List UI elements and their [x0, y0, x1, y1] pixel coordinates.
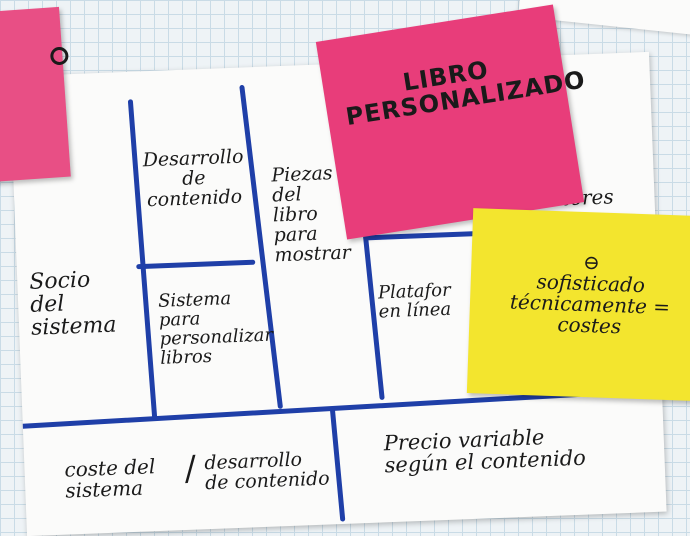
costes-label: coste del sistema	[64, 454, 156, 503]
ink-mark	[49, 46, 69, 66]
actividades-label: Desarrollo de contenido	[142, 145, 244, 212]
line-vertical-1	[127, 99, 158, 419]
pink-sticky-left	[0, 6, 71, 184]
socios-label: Socio del sistema	[28, 267, 117, 341]
line-vertical-5	[329, 406, 346, 522]
recursos-label: Sistema para personalizar libros	[157, 288, 274, 369]
yellow-sticky-text: ⊖ sofisticado técnicamente = costes	[509, 250, 671, 339]
costes-label-b: desarrollo de contenido	[203, 448, 331, 495]
pink-sticky-main: LIBRO PERSONALIZADO	[315, 4, 588, 240]
costes-divider: /	[183, 448, 197, 490]
line-vertical-2	[239, 85, 283, 409]
canales-label: Platafor en línea	[377, 279, 452, 323]
ingresos-label: Precio variable según el contenido	[383, 425, 587, 478]
pink-sticky-text: LIBRO PERSONALIZADO	[343, 55, 588, 132]
line-horizontal-2	[363, 230, 489, 241]
yellow-sticky: ⊖ sofisticado técnicamente = costes	[466, 208, 690, 401]
line-horizontal-1	[136, 259, 256, 270]
